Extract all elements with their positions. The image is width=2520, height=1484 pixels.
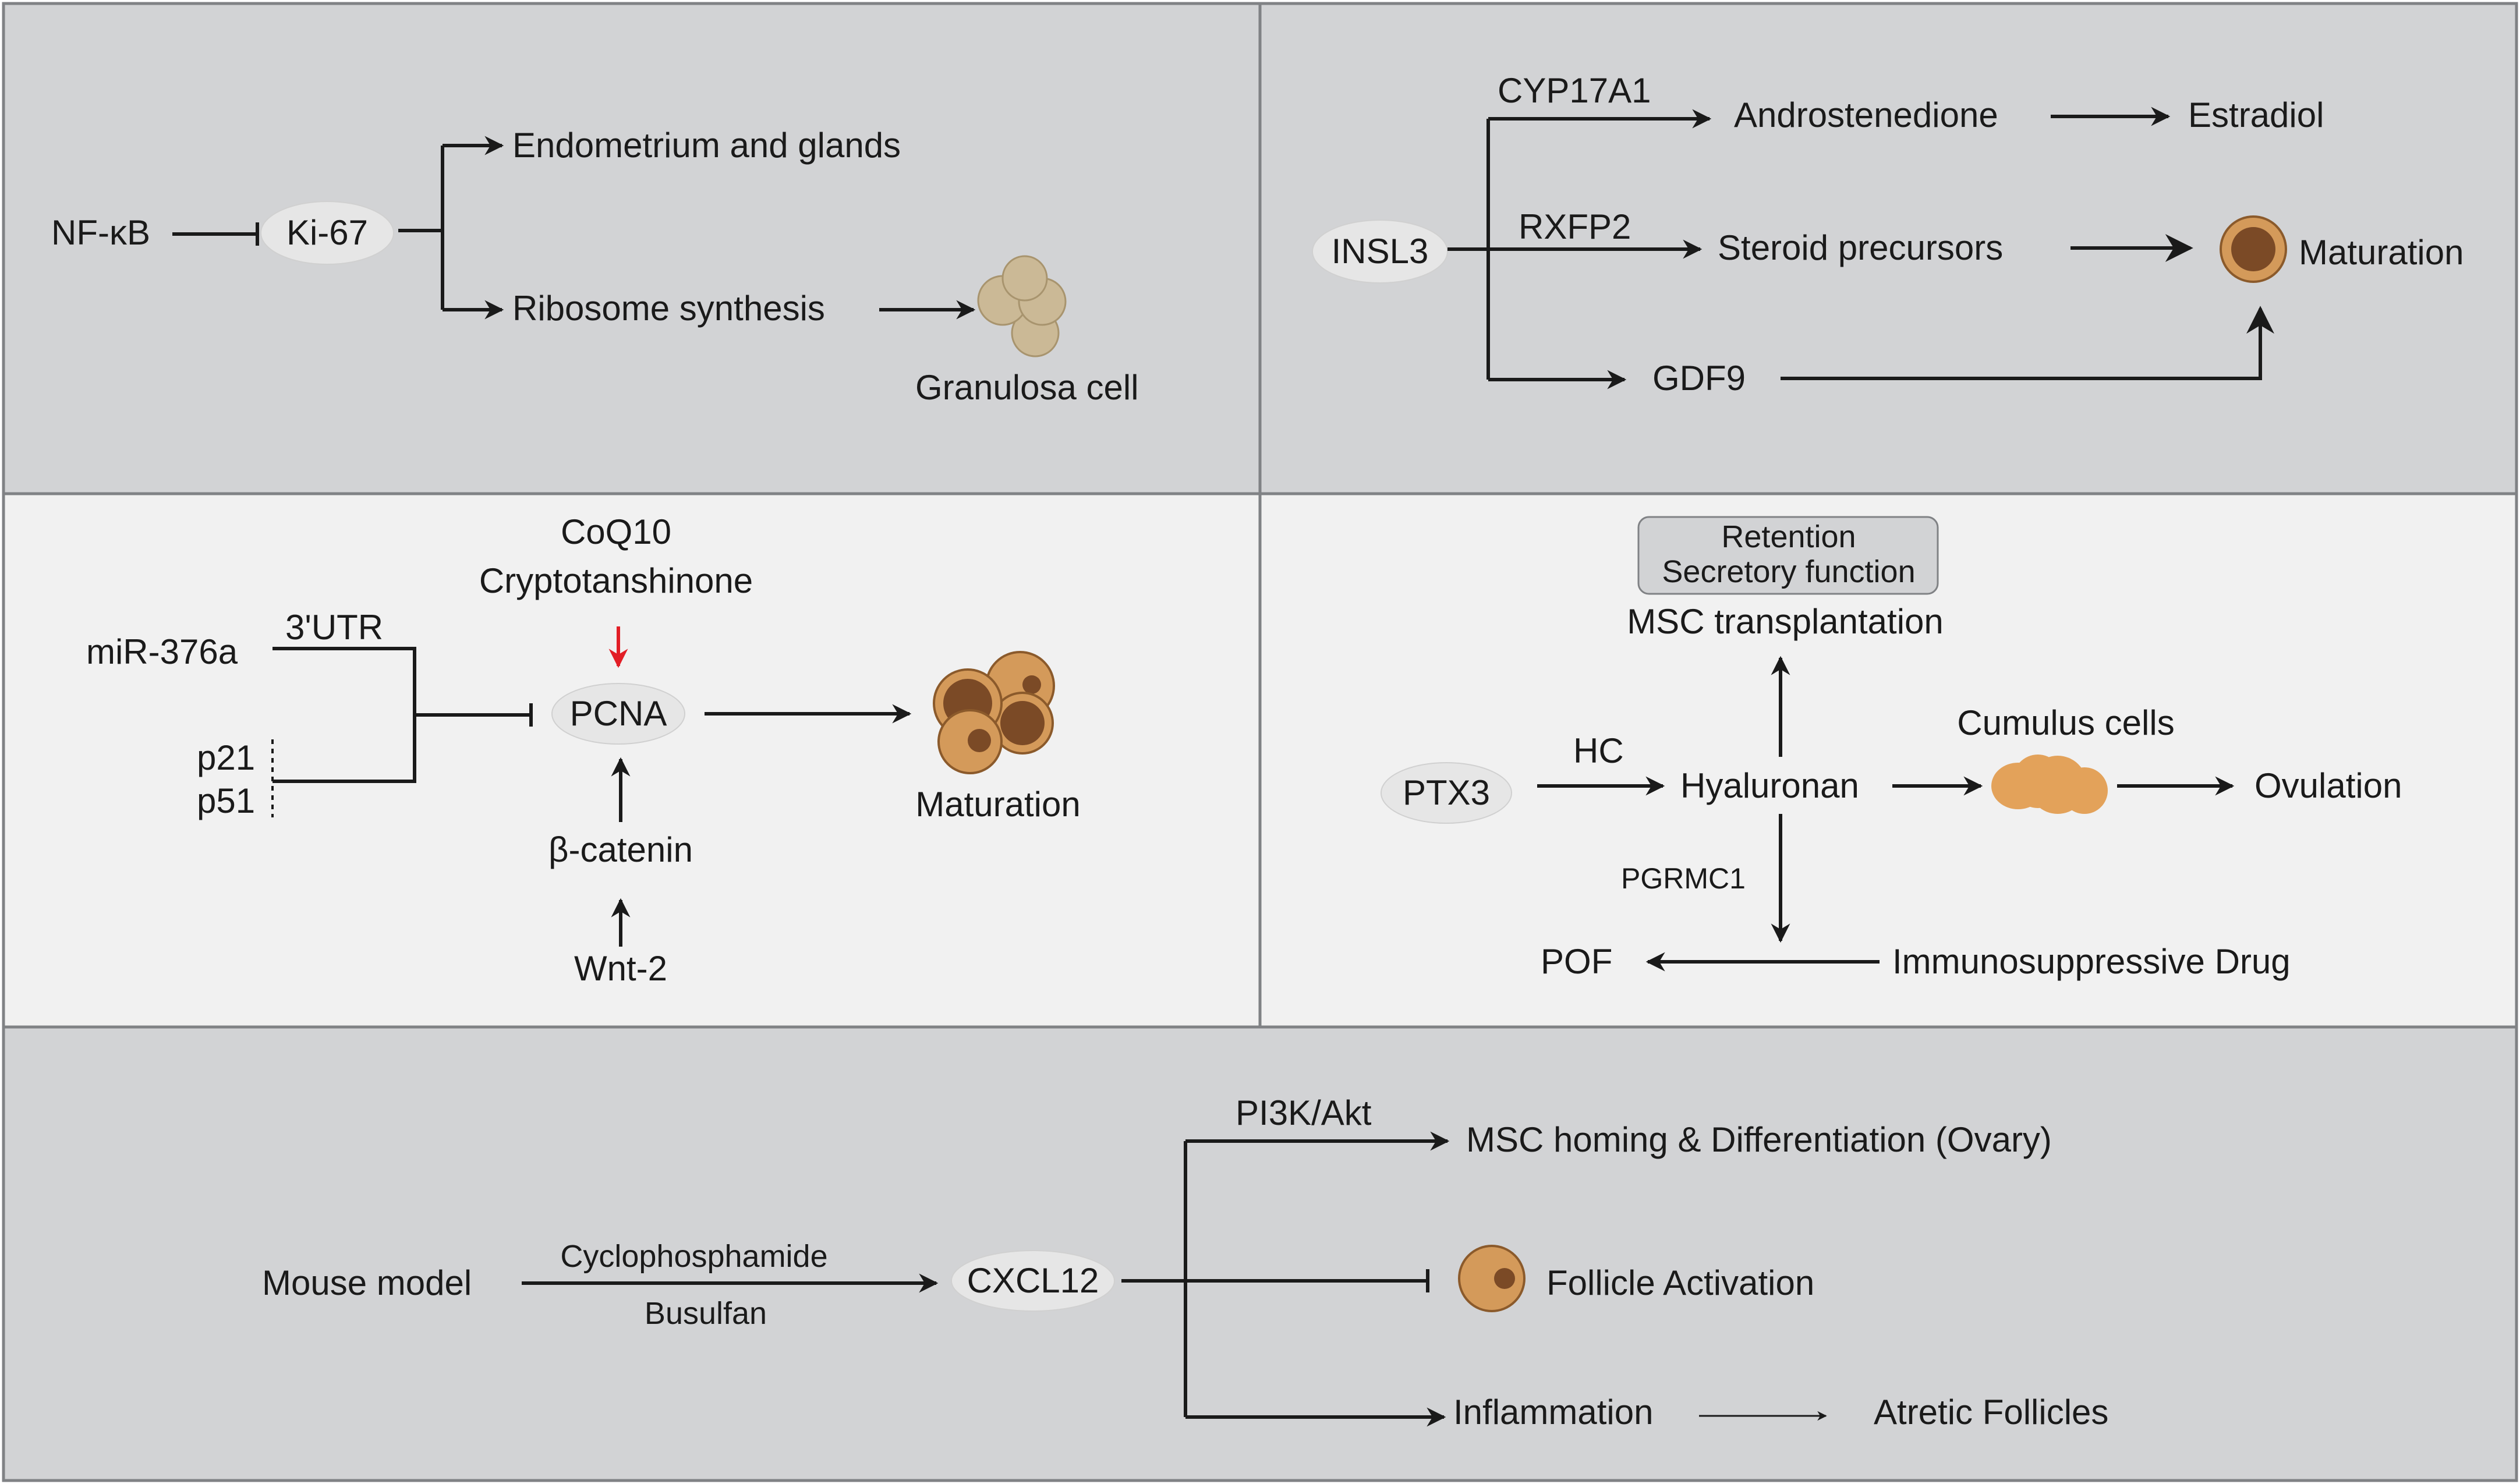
ki67-oval (260, 201, 394, 265)
follicle-activation-label: Follicle Activation (1546, 1263, 1814, 1302)
maturing-follicle-cluster-icon (933, 651, 1055, 774)
utr-label: 3'UTR (285, 608, 383, 647)
mir376a-label: miR-376a (86, 632, 238, 671)
pi3k-akt-label: PI3K/Akt (1236, 1093, 1372, 1132)
panel-3: CoQ10 Cryptotanshinone miR-376a 3'UTR p2… (86, 512, 1081, 988)
ki67-branch-connector (398, 146, 444, 310)
nfkb-inhibits-ki67-line (172, 222, 259, 246)
ki67-label: Ki-67 (286, 213, 368, 252)
ribosome-label: Ribosome synthesis (512, 289, 825, 328)
cumulus-cells-icon (1991, 755, 2108, 814)
steroid-precursors-label: Steroid precursors (1718, 228, 2003, 267)
panel-1: NF-κB Ki-67 Endometrium and glands Ribos… (51, 126, 1139, 407)
cyp17a1-label: CYP17A1 (1498, 71, 1651, 110)
panel-1-background (2, 2, 1262, 495)
retention-box (1637, 516, 1939, 595)
insl3-oval (1312, 219, 1448, 284)
panel-4: Retention Secretory function MSC transpl… (1381, 516, 2402, 981)
ptx3-label: PTX3 (1403, 773, 1490, 812)
cryptotanshinone-label: Cryptotanshinone (479, 561, 753, 600)
ovulation-label: Ovulation (2254, 766, 2402, 805)
p3-maturation-label: Maturation (915, 785, 1080, 824)
panel-2: INSL3 CYP17A1 Androstenedione Estradiol … (1312, 71, 2464, 398)
gdf9-to-maturation-arrow (1781, 306, 2274, 380)
cumulus-cells-label: Cumulus cells (1957, 703, 2174, 742)
cyclophosphamide-label: Cyclophosphamide (560, 1239, 827, 1274)
cxcl12-label: CXCL12 (967, 1261, 1099, 1300)
ptx3-oval (1381, 762, 1512, 824)
insl3-label: INSL3 (1332, 232, 1429, 271)
secretory-function-label: Secretory function (1662, 554, 1915, 589)
cxcl12-oval (951, 1250, 1115, 1312)
pcna-oval (551, 683, 685, 745)
msc-homing-label: MSC homing & Differentiation (Ovary) (1466, 1120, 2052, 1159)
pcna-label: PCNA (570, 694, 667, 733)
follicle-icon (1458, 1245, 1526, 1312)
gdf9-label: GDF9 (1652, 359, 1746, 398)
granulosa-cell-label: Granulosa cell (915, 368, 1139, 407)
panel-5: Mouse model Cyclophosphamide Busulfan CX… (262, 1093, 2108, 1432)
estradiol-label: Estradiol (2188, 95, 2324, 134)
pof-label: POF (1541, 942, 1612, 981)
androstenedione-label: Androstenedione (1734, 95, 1998, 134)
atretic-follicles-label: Atretic Follicles (1874, 1393, 2108, 1432)
endometrium-label: Endometrium and glands (512, 126, 901, 165)
immunosuppressive-drug-label: Immunosuppressive Drug (1892, 942, 2291, 981)
mouse-model-label: Mouse model (262, 1263, 472, 1302)
rxfp2-label: RXFP2 (1519, 207, 1631, 246)
nfkb-label: NF-κB (51, 213, 150, 252)
wnt2-label: Wnt-2 (574, 949, 667, 988)
hyaluronan-label: Hyaluronan (1680, 766, 1859, 805)
retention-label: Retention (1721, 519, 1856, 554)
panel-3-background (2, 492, 1262, 1029)
inhibit-follicle-activation-line (1185, 1269, 1429, 1292)
p21-label: p21 (197, 738, 255, 777)
hc-label: HC (1573, 731, 1624, 770)
maturation-label: Maturation (2299, 233, 2464, 272)
inflammation-label: Inflammation (1453, 1393, 1653, 1432)
pgrmc1-label: PGRMC1 (1621, 862, 1746, 895)
beta-catenin-label: β-catenin (548, 830, 693, 869)
msc-transplantation-label: MSC transplantation (1627, 602, 1944, 641)
busulfan-label: Busulfan (645, 1296, 767, 1331)
coq10-label: CoQ10 (561, 512, 671, 551)
granulosa-cell-cluster-icon (977, 255, 1067, 357)
inhibition-bracket (272, 647, 533, 783)
oocyte-icon (2220, 215, 2287, 283)
panel-5-background (2, 1025, 2518, 1482)
p51-label: p51 (197, 781, 255, 820)
